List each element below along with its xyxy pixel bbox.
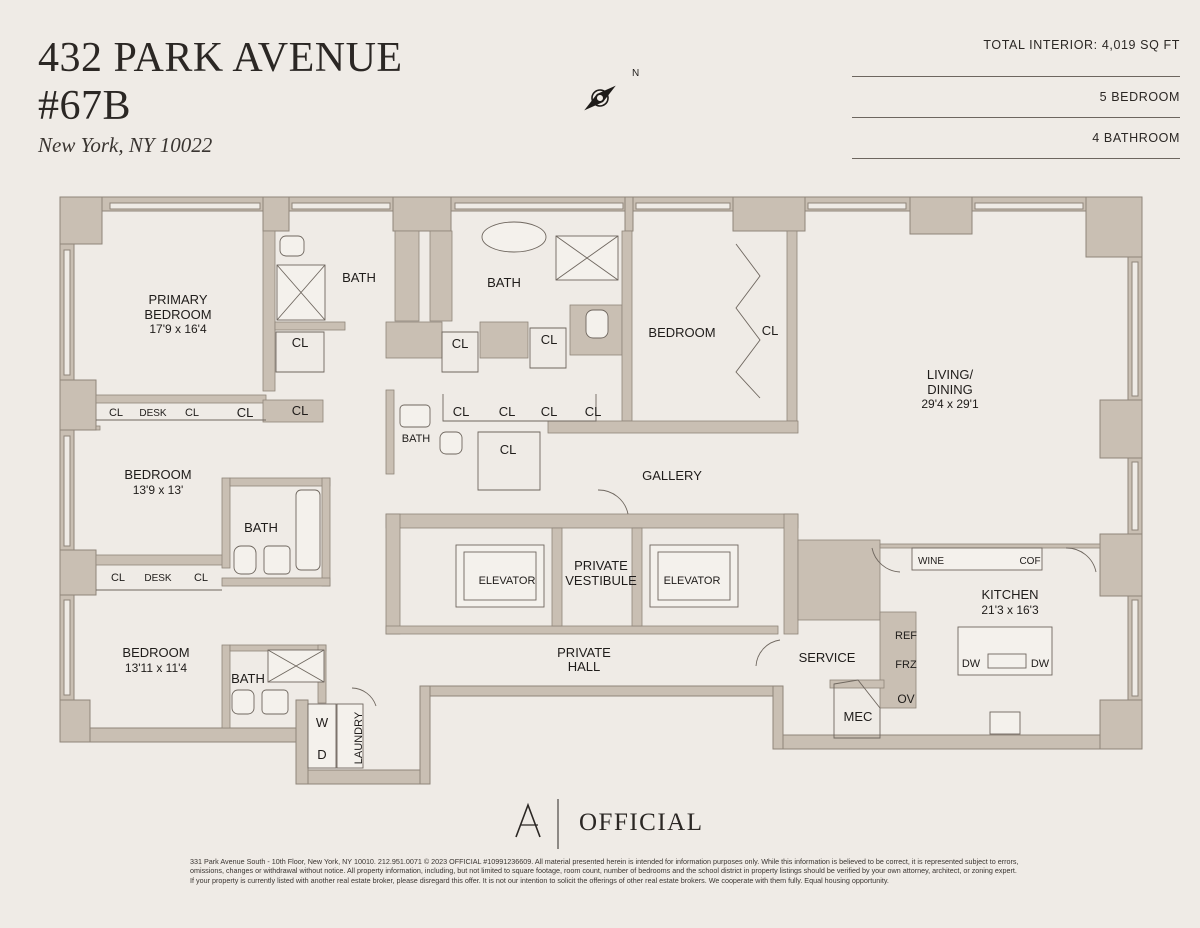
bathroom-count-stat: 4 BATHROOM bbox=[852, 118, 1180, 159]
closet-label: CL bbox=[292, 335, 309, 350]
freezer-label: FRZ bbox=[895, 659, 917, 671]
door-swings bbox=[96, 243, 1097, 739]
closet-label: CL bbox=[185, 407, 199, 419]
living-dining-label-2: DINING bbox=[927, 382, 973, 397]
desk-label: DESK bbox=[139, 408, 167, 419]
elevator-label: ELEVATOR bbox=[479, 575, 536, 587]
bedroom-label: BEDROOM bbox=[122, 645, 189, 660]
closet-label: CL bbox=[541, 404, 558, 419]
bathtub-icon bbox=[295, 489, 321, 571]
listing-title: 432 PARK AVENUE #67B bbox=[38, 34, 403, 130]
washer-label: W bbox=[316, 715, 329, 730]
toilet-icon bbox=[439, 431, 463, 455]
sink-icon bbox=[987, 653, 1027, 669]
compass-north-label: N bbox=[632, 68, 639, 79]
bedroom-count-stat: 5 BEDROOM bbox=[852, 77, 1180, 118]
elevator-car-icon bbox=[649, 544, 739, 608]
vestibule-label: PRIVATE bbox=[574, 558, 628, 573]
closet-label: CL bbox=[500, 442, 517, 457]
bath-label: BATH bbox=[244, 520, 278, 535]
unit-number: #67B bbox=[38, 83, 132, 129]
closet-label: CL bbox=[452, 336, 469, 351]
elevator-label: ELEVATOR bbox=[664, 575, 721, 587]
private-hall-label-2: HALL bbox=[568, 659, 601, 674]
official-logo-icon bbox=[515, 799, 559, 849]
vestibule-label-2: VESTIBULE bbox=[565, 573, 637, 588]
desk-label: DESK bbox=[144, 573, 172, 584]
bedroom-label: BEDROOM bbox=[124, 467, 191, 482]
sink-icon bbox=[261, 689, 289, 715]
city-line: New York, NY 10022 bbox=[38, 133, 213, 157]
closet-label: CL bbox=[111, 572, 125, 584]
toilet-icon bbox=[233, 545, 257, 575]
legal-disclaimer: 331 Park Avenue South - 10th Floor, New … bbox=[190, 857, 1019, 885]
total-interior-stat: TOTAL INTERIOR: 4,019 SQ FT bbox=[852, 36, 1180, 77]
private-hall-label: PRIVATE bbox=[557, 645, 611, 660]
coffee-label: COF bbox=[1019, 556, 1040, 567]
closet-label: CL bbox=[237, 405, 254, 420]
interior-walls bbox=[95, 230, 1101, 729]
bath-label: BATH bbox=[342, 270, 376, 285]
toilet-icon bbox=[279, 235, 305, 257]
closet-label: CL bbox=[194, 572, 208, 584]
fixtures bbox=[231, 221, 1053, 769]
living-dining-label: LIVING/ bbox=[927, 367, 974, 382]
bedroom-label: BEDROOM bbox=[648, 325, 715, 340]
bath-label: BATH bbox=[402, 433, 431, 445]
oven-label: OV bbox=[897, 692, 914, 706]
bath-label: BATH bbox=[231, 671, 265, 686]
toilet-icon bbox=[585, 309, 609, 339]
bedroom-dims: 13'9 x 13' bbox=[133, 483, 184, 497]
primary-bedroom-label-2: BEDROOM bbox=[144, 307, 211, 322]
laundry-stack bbox=[307, 703, 337, 769]
kitchen-counter bbox=[911, 547, 1043, 571]
room-labels: PRIMARY BEDROOM 17'9 x 16'4 BATH BATH BE… bbox=[109, 270, 1050, 764]
service-label: SERVICE bbox=[799, 650, 856, 665]
dishwasher-label: DW bbox=[1031, 658, 1050, 670]
closet-label: CL bbox=[499, 404, 516, 419]
windows bbox=[63, 202, 1139, 697]
property-stats: TOTAL INTERIOR: 4,019 SQ FT 5 BEDROOM 4 … bbox=[852, 36, 1180, 159]
sink-icon bbox=[399, 404, 431, 428]
closet-label: CL bbox=[109, 407, 123, 419]
closet-label: CL bbox=[453, 404, 470, 419]
primary-bedroom-label: PRIMARY bbox=[149, 292, 208, 307]
closet-label: CL bbox=[585, 404, 602, 419]
kitchen-label: KITCHEN bbox=[981, 587, 1038, 602]
toilet-icon bbox=[231, 689, 255, 715]
closet-label: CL bbox=[541, 332, 558, 347]
kitchen-dims: 21'3 x 16'3 bbox=[981, 603, 1039, 617]
compass-icon: N bbox=[584, 68, 639, 111]
mechanical-label: MEC bbox=[844, 709, 873, 724]
bedroom-dims: 13'11 x 11'4 bbox=[125, 661, 188, 675]
structural-columns bbox=[59, 196, 1143, 750]
refrigerator-label: REF bbox=[895, 630, 917, 642]
dishwasher-label: DW bbox=[962, 658, 981, 670]
bathtub-oval-icon bbox=[481, 221, 547, 253]
gallery-label: GALLERY bbox=[642, 468, 702, 483]
brand-name: OFFICIAL bbox=[579, 809, 704, 836]
address-line: 432 PARK AVENUE bbox=[38, 35, 403, 81]
laundry-label: LAUNDRY bbox=[353, 711, 365, 764]
sink-icon bbox=[263, 545, 291, 575]
range-icon bbox=[989, 711, 1021, 735]
dryer-label: D bbox=[317, 747, 326, 762]
wine-label: WINE bbox=[918, 556, 944, 567]
living-dining-dims: 29'4 x 29'1 bbox=[921, 397, 979, 411]
bath-label: BATH bbox=[487, 275, 521, 290]
primary-bedroom-dims: 17'9 x 16'4 bbox=[149, 322, 207, 336]
closet-label: CL bbox=[762, 323, 779, 338]
elevator-car-icon bbox=[455, 544, 545, 608]
closet-label: CL bbox=[292, 403, 309, 418]
